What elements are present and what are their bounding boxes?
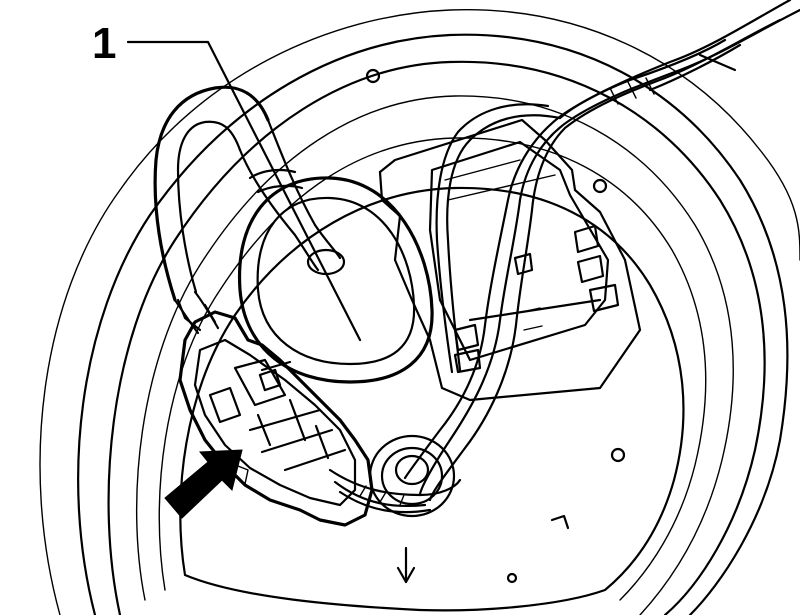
- callout-1: 1: [92, 19, 362, 342]
- down-arrow-icon: [396, 546, 416, 584]
- callout-label: 1: [92, 19, 116, 68]
- hose-loop: [153, 85, 270, 302]
- wire-harness: [403, 0, 800, 502]
- outlet-oval: [237, 118, 434, 384]
- mounting-holes: [365, 68, 626, 584]
- black-arrow-icon: [164, 449, 243, 519]
- electrical-connector: [176, 298, 374, 527]
- pump-housing: [378, 118, 642, 402]
- flange-rings: [39, 8, 800, 615]
- grommet: [368, 434, 456, 518]
